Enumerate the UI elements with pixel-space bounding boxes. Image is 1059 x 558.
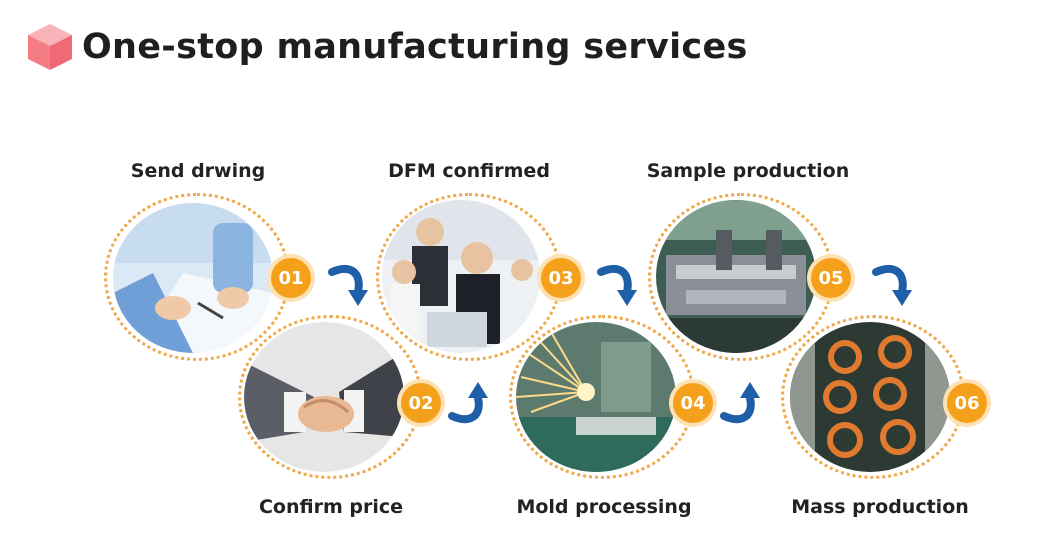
step-6-label: Mass production [791, 496, 969, 518]
cube-icon [28, 24, 72, 70]
step-4-number-badge: 04 [673, 383, 713, 423]
page-title: One-stop manufacturing services [82, 27, 748, 67]
step-2-label: Confirm price [258, 496, 404, 518]
step-5-label: Sample production [646, 160, 850, 182]
curved-arrow-up-icon [448, 382, 488, 424]
step-6-photo [790, 322, 950, 472]
step-1-number-badge: 01 [271, 258, 311, 298]
curved-arrow-up-icon [720, 382, 760, 424]
step-2-photo [244, 322, 404, 472]
step-5-photo [656, 200, 816, 353]
step-4-label: Mold processing [516, 496, 692, 518]
step-3-number-badge: 03 [541, 258, 581, 298]
step-1-photo [113, 203, 273, 353]
curved-arrow-down-icon [597, 264, 637, 306]
step-3-label: DFM confirmed [388, 160, 550, 182]
curved-arrow-down-icon [328, 264, 368, 306]
step-1-label: Send drwing [130, 160, 266, 182]
curved-arrow-down-icon [872, 264, 912, 306]
step-3-photo [382, 200, 540, 353]
step-6-number-badge: 06 [947, 383, 987, 423]
step-4-photo [516, 322, 676, 472]
step-2-number-badge: 02 [401, 383, 441, 423]
step-5-number-badge: 05 [811, 258, 851, 298]
